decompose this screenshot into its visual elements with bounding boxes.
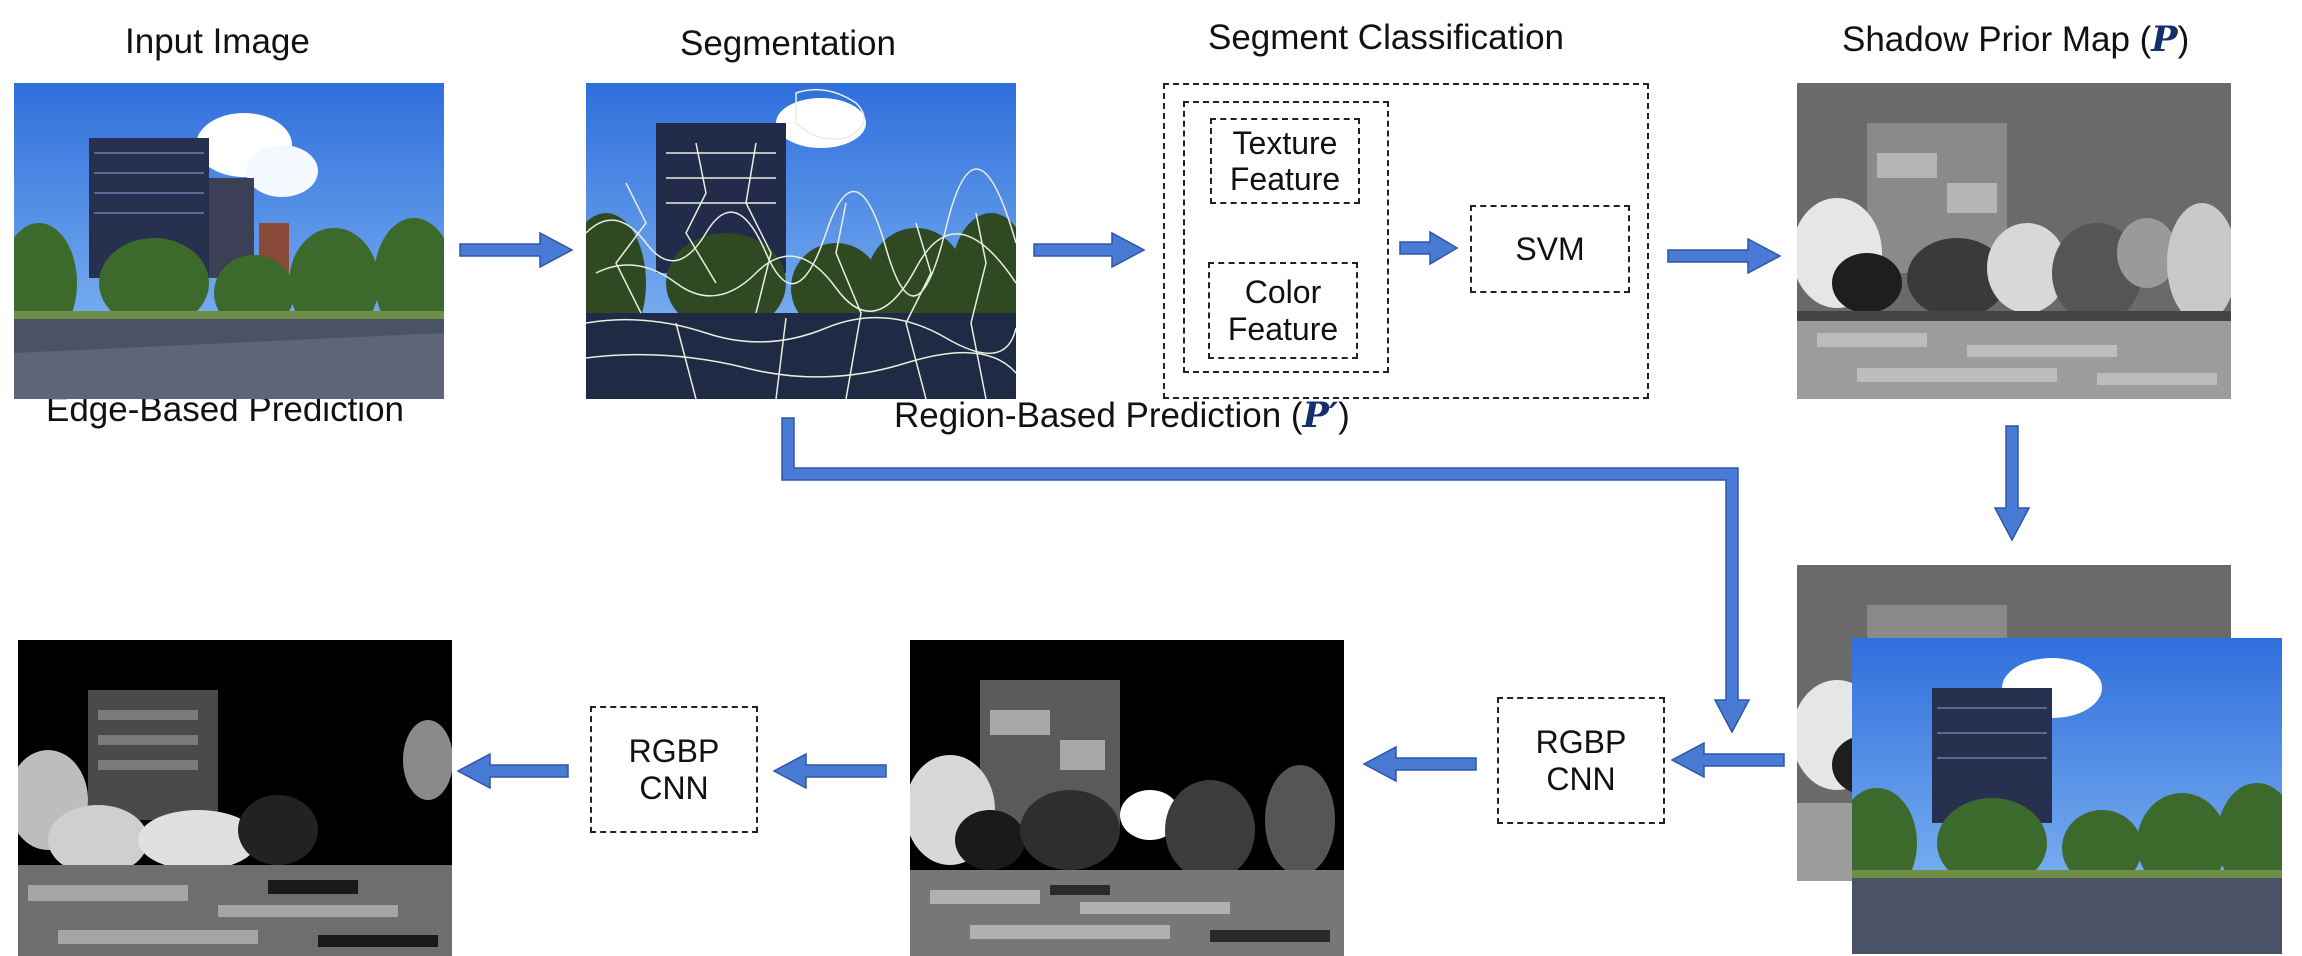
input-image [14,83,444,399]
arrow-region-to-cnn [772,752,887,790]
color-feature-line2: Feature [1227,310,1339,347]
rgbp-cnn-box-left: RGBP CNN [590,706,758,833]
texture-feature-line1: Texture [1232,124,1338,161]
arrow-classification-to-prior [1667,237,1782,275]
refined-prior-symbol: P′ [1302,395,1339,436]
segmentation-title: Segmentation [680,24,896,63]
region-based-prediction-close: ) [1338,396,1350,435]
arrow-input-to-segmentation [459,231,574,269]
segment-classification-box [1163,83,1649,399]
segment-classification-title: Segment Classification [1208,18,1564,57]
rgbp-cnn-left-line2: CNN [639,769,709,806]
rgbp-cnn-left-line1: RGBP [628,733,720,770]
texture-feature-line2: Feature [1229,161,1341,197]
prior-symbol: P [2151,19,2178,60]
region-based-prediction-title: Region-Based Prediction (P′) [894,398,1350,433]
input-image-title: Input Image [125,22,310,61]
segmentation-image [586,83,1016,399]
color-feature-line1: Color [1244,274,1322,311]
shadow-prior-map-image [1797,83,2231,399]
feature-group-box [1183,101,1389,373]
rgbp-cnn-right-line1: RGBP [1535,724,1627,761]
color-feature-box: Color Feature [1208,262,1358,359]
arrow-stacked-to-cnn [1670,741,1785,779]
region-based-prediction-image [910,640,1344,956]
edge-based-prediction-image [18,640,452,956]
arrow-cnn-to-region [1362,745,1477,783]
region-based-prediction-label: Region-Based Prediction ( [894,396,1303,435]
shadow-prior-map-label: Shadow Prior Map ( [1842,20,2152,59]
shadow-prior-map-title: Shadow Prior Map (P) [1842,22,2189,57]
rgbp-cnn-box-right: RGBP CNN [1497,697,1665,824]
arrow-segmentation-to-classification [1033,231,1146,269]
arrow-cnn-to-edge [456,752,569,790]
texture-feature-box: Texture Feature [1210,118,1360,204]
rgbp-cnn-right-line2: CNN [1546,760,1616,797]
arrow-prior-down [1993,425,2031,542]
svm-label: SVM [1515,230,1585,267]
shadow-prior-map-close: ) [2177,20,2190,59]
svm-box: SVM [1470,205,1630,293]
stacked-input-layer [1852,638,2282,954]
